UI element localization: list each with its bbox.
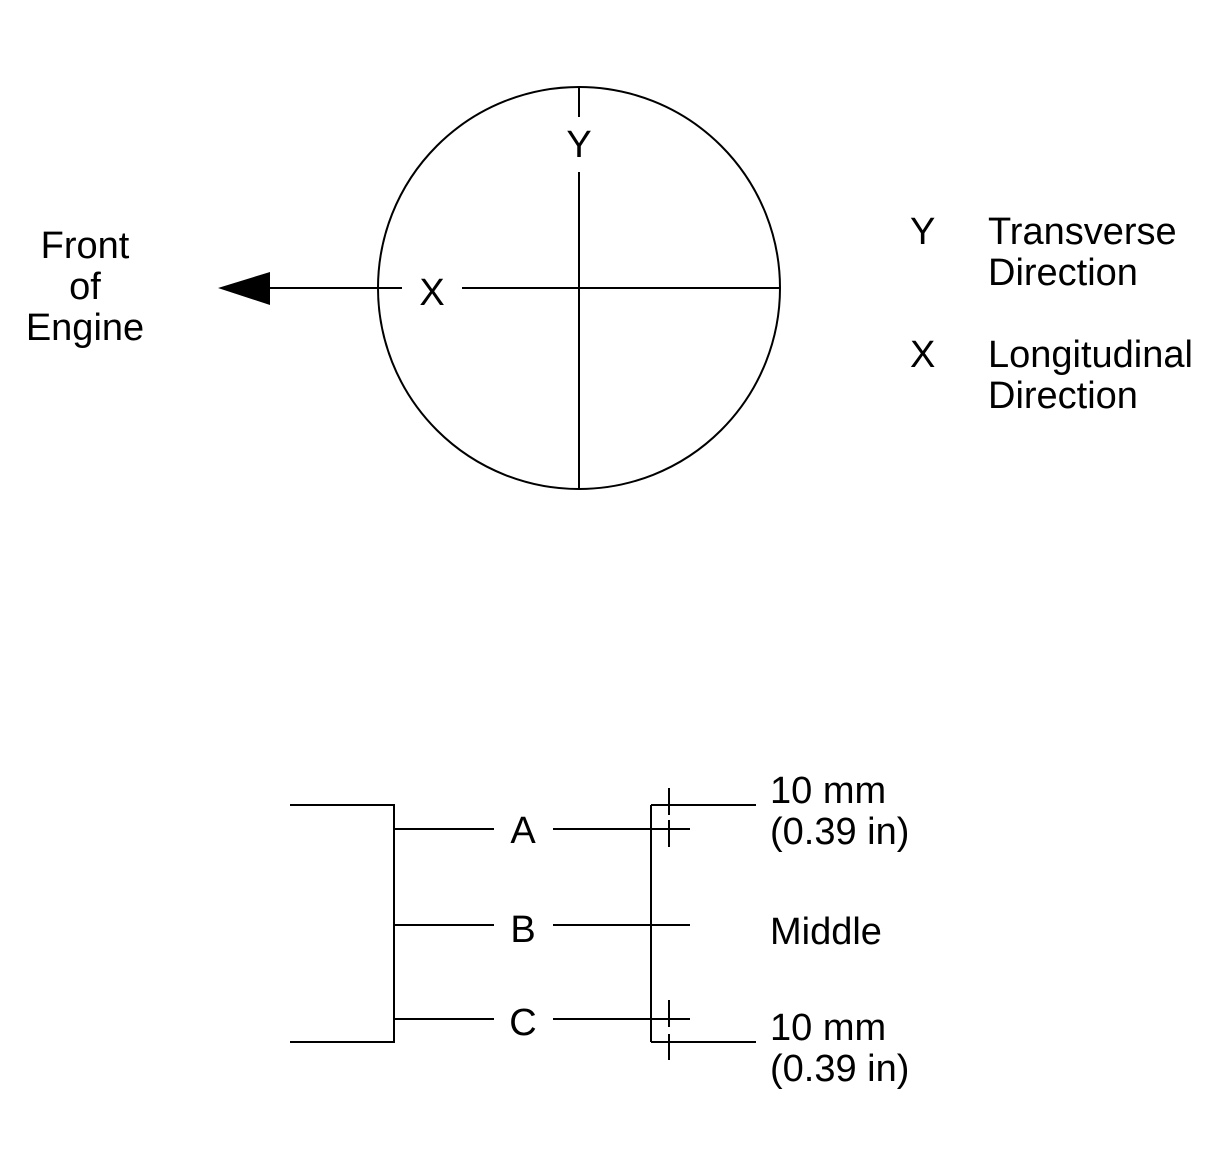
- front-label-line-1: Front: [41, 225, 130, 267]
- note-c-line-1: 10 mm: [770, 1007, 886, 1049]
- legend-y-line-1: Transverse: [988, 211, 1177, 253]
- axis-y-label: Y: [566, 124, 591, 166]
- legend-x-line-1: Longitudinal: [988, 334, 1193, 376]
- legend-y-line-2: Direction: [988, 252, 1138, 294]
- axis-x-label: X: [419, 272, 444, 314]
- note-b-line-1: Middle: [770, 911, 882, 953]
- note-a-line-2: (0.39 in): [770, 811, 909, 853]
- front-label-line-2: of: [69, 266, 101, 308]
- legend-y-key: Y: [910, 211, 935, 253]
- axis-legend: Y Transverse Direction X Longitudinal Di…: [910, 211, 1193, 417]
- bore-top-view: [268, 86, 781, 490]
- front-arrow-head: [218, 272, 270, 305]
- bore-side-view: [290, 788, 756, 1060]
- legend-x-key: X: [910, 334, 935, 376]
- position-b-label: B: [510, 909, 535, 951]
- front-of-engine-label: Front of Engine: [26, 225, 144, 349]
- bore-wall-outline: [290, 804, 395, 1043]
- note-a-line-1: 10 mm: [770, 770, 886, 812]
- legend-x-line-2: Direction: [988, 375, 1138, 417]
- note-c-line-2: (0.39 in): [770, 1048, 909, 1090]
- position-a-label: A: [510, 810, 536, 852]
- position-c-label: C: [509, 1002, 536, 1044]
- front-label-line-3: Engine: [26, 307, 144, 349]
